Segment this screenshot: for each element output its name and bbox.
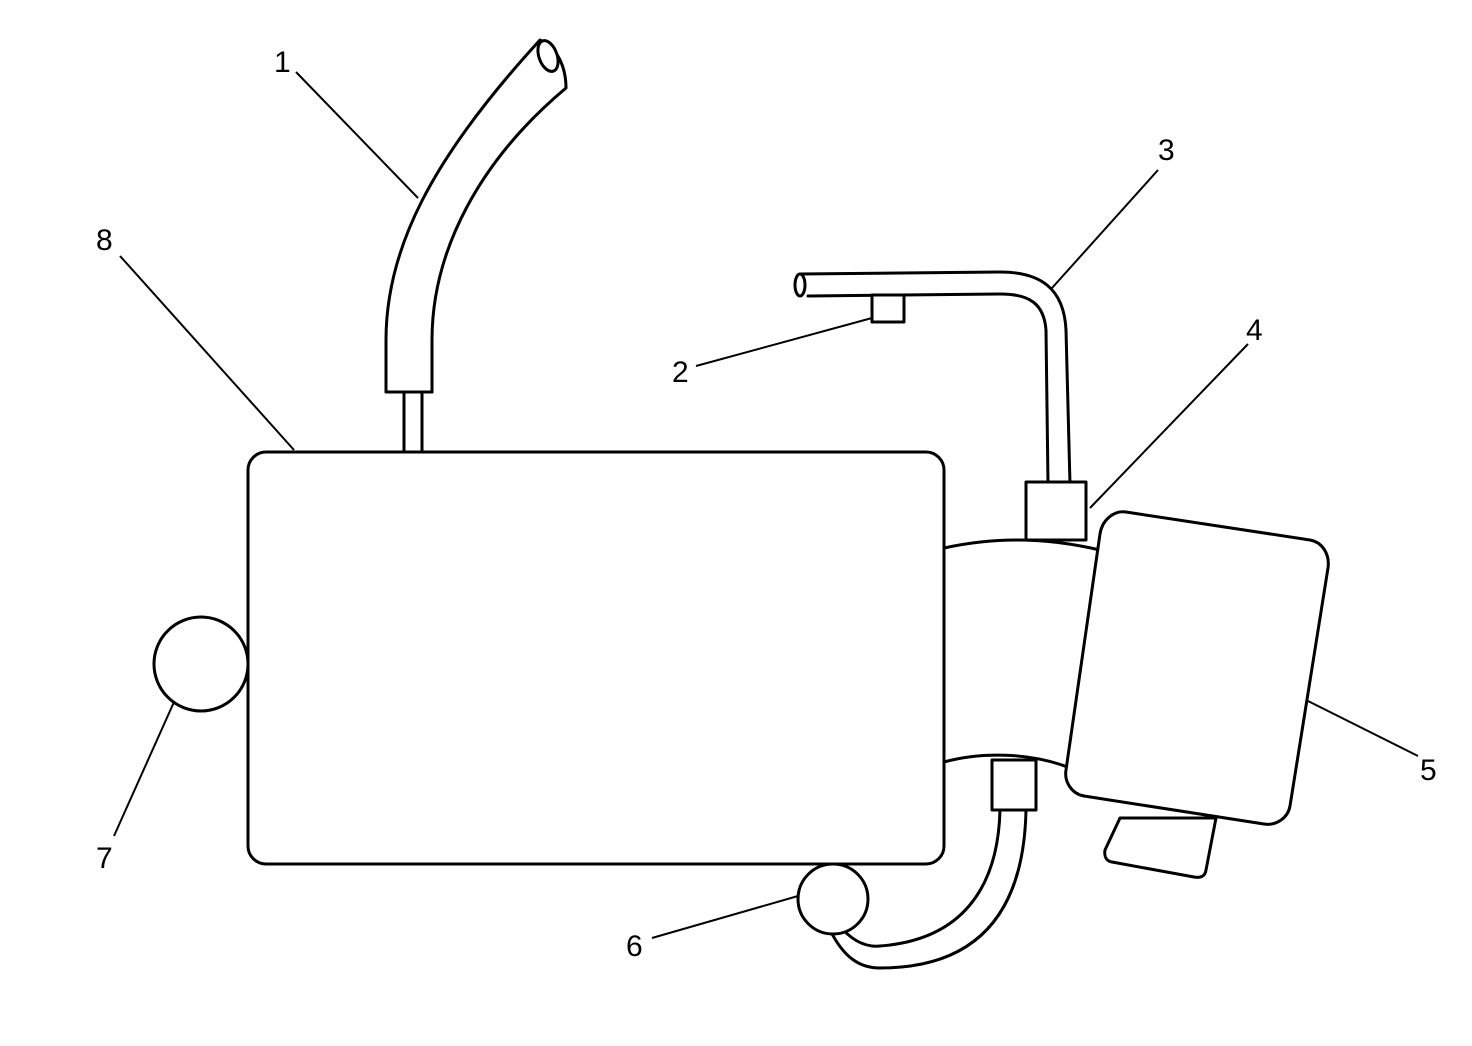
round-fitting-6: [796, 862, 870, 936]
leader-1: [295, 71, 419, 199]
callout-6: 6: [626, 930, 643, 963]
leader-3: [1051, 169, 1159, 289]
leader-6: [651, 895, 799, 939]
callout-7: 7: [96, 842, 113, 875]
connector-4: [1024, 480, 1088, 542]
leader-lines: [113, 71, 1419, 939]
callout-4: 4: [1246, 314, 1263, 347]
lower-hose: [828, 758, 1038, 970]
leader-2: [695, 317, 873, 367]
tube-3: [793, 270, 1072, 486]
leader-4: [1089, 343, 1249, 509]
main-housing-8: [246, 450, 946, 866]
block-5: [1064, 510, 1330, 879]
leader-5: [1305, 699, 1419, 757]
fitting-2: [870, 293, 906, 324]
leader-7: [113, 701, 175, 837]
callout-5: 5: [1420, 754, 1437, 787]
callout-1: 1: [274, 46, 291, 79]
callout-3: 3: [1158, 134, 1175, 167]
leader-8: [119, 255, 295, 451]
callout-2: 2: [672, 356, 689, 389]
callout-8: 8: [96, 224, 113, 257]
hose-1: [384, 38, 568, 454]
round-fitting-7: [152, 615, 250, 713]
